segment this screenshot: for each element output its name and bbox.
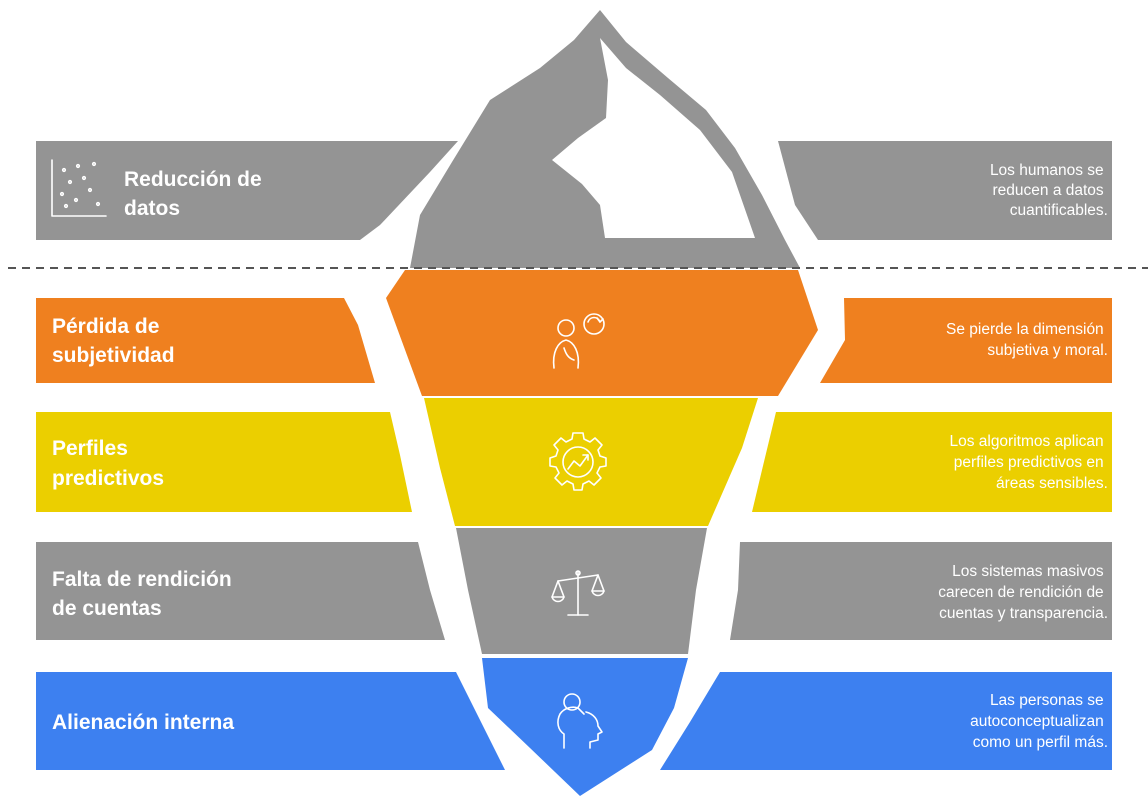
layer-falta-de-rendicion-de-cuentas: Falta de rendición de cuentas Los sistem… [36, 528, 1112, 654]
scatter-chart-icon [51, 159, 107, 217]
layer-5-title: Alienación interna [52, 711, 234, 734]
layer-4-left-bar [36, 542, 445, 640]
layer-4-description: Los sistemas masivos carecen de rendició… [938, 563, 1108, 622]
layer-3-title: Perfiles predictivos [52, 437, 164, 490]
layer-perdida-de-subjetividad: Pérdida de subjetividad Se pierde la dim… [36, 270, 1112, 396]
layer-5-left-bar [36, 672, 505, 770]
layer-2-left-bar [36, 298, 375, 383]
layer-3-left-bar [36, 412, 412, 512]
layer-5-right-bar [660, 672, 1112, 770]
iceberg-snow [552, 38, 755, 238]
layer-3-description: Los algoritmos aplican perfiles predicti… [949, 433, 1108, 492]
layer-2-right-bar [820, 298, 1112, 383]
layer-2-description: Se pierde la dimensión subjetiva y moral… [946, 321, 1108, 359]
layer-1-description: Los humanos se reducen a datos cuantific… [990, 162, 1108, 219]
layer-1-title: Reducción de datos [124, 168, 268, 220]
layer-reduccion-de-datos: Reducción de datos Los humanos se reduce… [36, 141, 1112, 240]
iceberg-band-5 [482, 658, 688, 796]
layer-1-right-bar [778, 141, 1112, 240]
scales-icon [551, 570, 605, 616]
layer-alienacion-interna: Alienación interna Las personas se autoc… [36, 658, 1112, 796]
layer-3-right-bar [752, 412, 1112, 512]
head-profile-icon [557, 693, 603, 749]
layer-perfiles-predictivos: Perfiles predictivos Los algoritmos apli… [36, 398, 1112, 526]
layer-1-left-bar [36, 141, 458, 240]
iceberg-tip [410, 10, 800, 268]
layer-5-description: Las personas se autoconceptualizan como … [970, 692, 1108, 751]
iceberg-band-3 [424, 398, 758, 526]
layer-4-right-bar [730, 542, 1112, 640]
person-thinking-icon [552, 313, 605, 369]
gear-trend-icon [549, 432, 607, 491]
layer-4-title: Falta de rendición de cuentas [52, 568, 238, 620]
layer-2-title: Pérdida de subjetividad [52, 315, 175, 367]
iceberg-band-2 [386, 270, 818, 396]
iceberg-band-4 [456, 528, 707, 654]
